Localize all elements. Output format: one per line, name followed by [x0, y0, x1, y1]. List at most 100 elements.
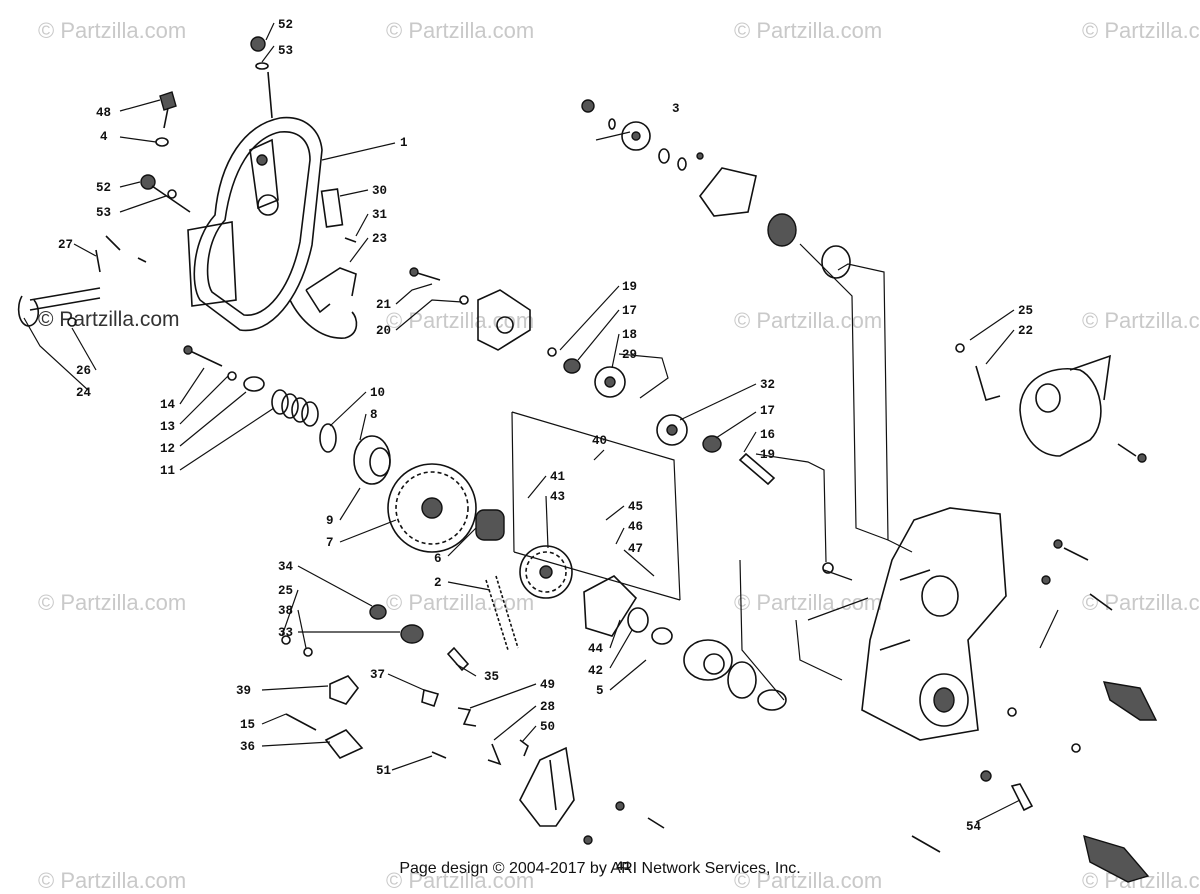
hub-44 — [583, 575, 649, 637]
callout: 5 — [596, 684, 604, 698]
bolt-right — [1041, 539, 1113, 611]
callout: 44 — [588, 642, 604, 656]
callout: 7 — [326, 536, 334, 550]
callout: 39 — [236, 684, 251, 698]
nut-r — [980, 770, 992, 782]
callout: 29 — [622, 348, 637, 362]
tensioner-bracket — [955, 343, 1147, 463]
nut-washer-left — [140, 174, 191, 213]
sprocket-3 — [621, 121, 651, 151]
callout: 24 — [76, 386, 92, 400]
callout: 45 — [628, 500, 643, 514]
washer-25 — [281, 635, 291, 645]
callout: 49 — [540, 678, 555, 692]
callout: 18 — [622, 328, 637, 342]
callout: 17 — [622, 304, 637, 318]
callout: 22 — [1018, 324, 1033, 338]
chain-2 — [485, 575, 519, 651]
callout: 33 — [278, 626, 293, 640]
clip — [696, 152, 704, 160]
callout: 10 — [370, 386, 385, 400]
bearing-flange — [699, 167, 757, 217]
screw — [344, 237, 357, 243]
callout: 21 — [376, 298, 391, 312]
spacer-17a — [563, 358, 581, 374]
bearing-right — [727, 661, 787, 711]
bearing-upper — [767, 213, 797, 247]
callout: 20 — [376, 324, 391, 338]
bushing-34 — [369, 604, 387, 620]
watermark: © Partzilla.com — [386, 18, 535, 43]
bolt-lower-2 — [647, 817, 665, 829]
driveshaft-lower — [1083, 834, 1150, 883]
callout: 3 — [672, 102, 680, 116]
callout: 48 — [96, 106, 111, 120]
watermark: © Partzilla.com — [38, 18, 187, 43]
watermark: © Partzilla.com — [386, 308, 535, 333]
washer-top — [608, 118, 616, 130]
callout: 53 — [278, 44, 293, 58]
spacer-17b — [702, 435, 722, 453]
copyright-footer: Page design © 2004-2017 by ARI Network S… — [399, 860, 801, 877]
nut-lower — [615, 801, 625, 811]
lever-28 — [487, 743, 502, 766]
callout: 34 — [278, 560, 294, 574]
shaft-16 — [738, 452, 776, 486]
callout: 25 — [278, 584, 293, 598]
callout: 11 — [160, 464, 175, 478]
callout: 54 — [966, 820, 982, 834]
bolt-14 — [183, 345, 223, 367]
washer-pair-2 — [677, 157, 687, 171]
bolt-15 — [285, 713, 317, 731]
callout: 15 — [240, 718, 255, 732]
nut-top — [581, 99, 595, 113]
ring-10 — [319, 423, 337, 453]
watermark: © Partzilla.com — [38, 590, 187, 615]
callout: 1 — [400, 136, 408, 150]
washer-19b — [822, 562, 834, 574]
callout: 31 — [372, 208, 387, 222]
callout: 17 — [760, 404, 775, 418]
watermark: © Partzilla.com — [734, 590, 883, 615]
callout: 51 — [376, 764, 391, 778]
callout: 46 — [628, 520, 643, 534]
callout: 35 — [484, 670, 499, 684]
watermark: © Partzilla.com — [734, 18, 883, 43]
tension-rod — [17, 235, 147, 327]
watermark: © Partzilla.com — [386, 590, 535, 615]
callout: 38 — [278, 604, 293, 618]
callout: 41 — [616, 860, 631, 874]
housing-guide-lines — [739, 243, 1059, 701]
callout: 28 — [540, 700, 555, 714]
callout: 16 — [760, 428, 775, 442]
callout: 14 — [160, 398, 176, 412]
washer-13 — [227, 371, 237, 381]
callout: 37 — [370, 668, 385, 682]
spring-11 — [271, 389, 319, 427]
washer-pair — [658, 148, 670, 164]
bracket-upper — [477, 289, 531, 351]
plate — [320, 188, 344, 228]
spring-49 — [457, 707, 477, 727]
sprocket-32 — [656, 414, 688, 446]
watermark: © Partzilla.com — [38, 868, 187, 893]
callout: 32 — [760, 378, 775, 392]
callout-labels: 52 53 48 4 1 52 53 30 31 23 27 26 24 21 … — [58, 18, 1033, 874]
bracket — [305, 267, 357, 314]
washer-19a — [547, 347, 557, 357]
callout: 19 — [760, 448, 775, 462]
callout: 52 — [278, 18, 293, 32]
gearcase-housing — [861, 507, 1007, 741]
callout: 42 — [588, 664, 603, 678]
callout: 41 — [550, 470, 565, 484]
callout: 26 — [76, 364, 91, 378]
watermark: © Partzilla.com — [734, 868, 883, 893]
callout: 4 — [100, 130, 108, 144]
shift-arm-36 — [324, 729, 364, 759]
callout: 25 — [1018, 304, 1033, 318]
watermark: © Partzilla.com — [734, 308, 883, 333]
group-bracket-40 — [511, 411, 681, 601]
washer-r2 — [1071, 743, 1081, 753]
driveshaft-upper — [1102, 681, 1158, 721]
